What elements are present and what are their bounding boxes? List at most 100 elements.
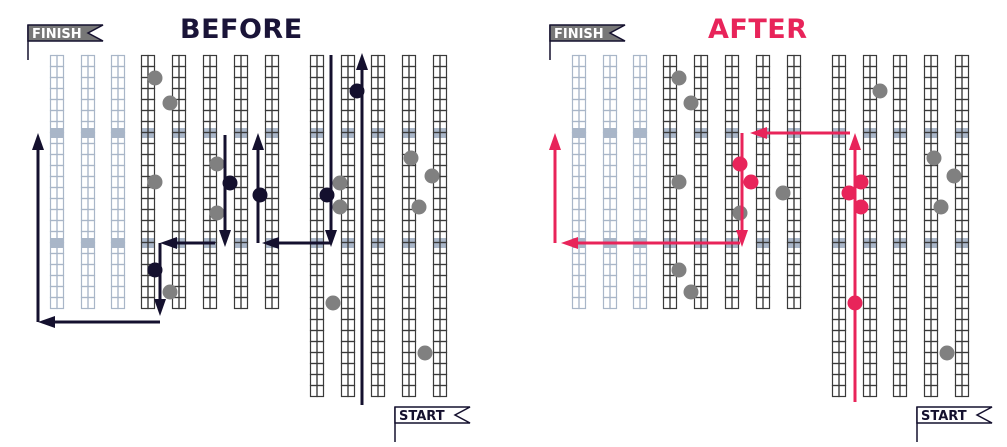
rack-cell (838, 340, 847, 354)
rack-cell (56, 76, 65, 90)
rack-cell (762, 252, 771, 266)
rack-cell (439, 340, 448, 354)
rack-cell (762, 76, 771, 90)
rack-cell (340, 153, 349, 167)
rack-cell (793, 76, 802, 90)
rack-cell (724, 263, 733, 277)
rack-cell (700, 186, 709, 200)
rack-cell (432, 197, 441, 211)
rack-cell (724, 296, 733, 310)
rack-cell (87, 164, 96, 178)
rack-cell (370, 362, 379, 376)
rack-cell (899, 164, 908, 178)
rack-cell (309, 252, 318, 266)
rack-cell (316, 76, 325, 90)
rack-cell (439, 373, 448, 387)
rack-cell (755, 186, 764, 200)
rack-cell (639, 175, 648, 189)
rack-cell (862, 296, 871, 310)
picked-item (853, 199, 869, 215)
rack-cell (571, 296, 580, 310)
rack-cell (632, 142, 641, 156)
rack-cell (233, 153, 242, 167)
rack-cell (838, 65, 847, 79)
rack-cell (954, 76, 963, 90)
rack-cell (724, 208, 733, 222)
rack-cell (233, 76, 242, 90)
rack-cell (370, 87, 379, 101)
rack-cell (700, 153, 709, 167)
rack-cell (56, 219, 65, 233)
storage-rack (862, 54, 878, 398)
rack-cell (309, 76, 318, 90)
rack-cell (370, 274, 379, 288)
rack-cell (961, 109, 970, 123)
rack-cell (892, 296, 901, 310)
rack-cell (838, 208, 847, 222)
rack-cell (140, 142, 149, 156)
rack-cell (56, 285, 65, 299)
rack-cell (831, 318, 840, 332)
rack-cell (831, 109, 840, 123)
rack-cell (171, 142, 180, 156)
rack-cell (370, 197, 379, 211)
rack-cell (930, 164, 939, 178)
rack-cell (209, 87, 218, 101)
inventory-item (332, 199, 348, 215)
rack-cell (240, 274, 249, 288)
rack-cell (838, 197, 847, 211)
rack-cell (309, 186, 318, 200)
rack-cell (370, 285, 379, 299)
rack-cell (831, 252, 840, 266)
rack-cell (377, 175, 386, 189)
rack-cell (316, 219, 325, 233)
rack-cell (786, 208, 795, 222)
rack-cell (793, 109, 802, 123)
rack-cell (899, 76, 908, 90)
rack-cell (87, 219, 96, 233)
rack-cell (899, 87, 908, 101)
rack-cell (117, 208, 126, 222)
rack-cell (793, 153, 802, 167)
rack-cell (209, 109, 218, 123)
rack-cell (432, 54, 441, 68)
rack-cell (762, 219, 771, 233)
rack-cell (602, 153, 611, 167)
rack-cell (264, 98, 273, 112)
rack-cell (56, 252, 65, 266)
rack-cell (930, 109, 939, 123)
rack-cell (930, 285, 939, 299)
rack-cell (899, 197, 908, 211)
rack-cell (838, 76, 847, 90)
rack-cell (401, 285, 410, 299)
rack-cell (961, 252, 970, 266)
rack-cell (56, 98, 65, 112)
rack-cell (271, 186, 280, 200)
rack-cell (755, 219, 764, 233)
rack-cell (178, 197, 187, 211)
rack-cell (930, 219, 939, 233)
rack-cell (240, 142, 249, 156)
rack-cell (171, 109, 180, 123)
rack-cell (401, 65, 410, 79)
rack-cell (954, 54, 963, 68)
rack-cell (954, 285, 963, 299)
rack-cell (264, 109, 273, 123)
rack-cell (700, 98, 709, 112)
rack-cell (669, 274, 678, 288)
rack-cell (370, 76, 379, 90)
storage-rack (923, 54, 939, 398)
rack-cell (110, 109, 119, 123)
rack-cell (578, 142, 587, 156)
rack-cell (240, 76, 249, 90)
rack-cell (700, 87, 709, 101)
rack-cell (117, 285, 126, 299)
rack-cell (401, 296, 410, 310)
rack-cell (793, 164, 802, 178)
rack-cell (316, 175, 325, 189)
rack-cell (408, 285, 417, 299)
rack-cell (693, 109, 702, 123)
rack-cell (762, 142, 771, 156)
rack-cell (147, 208, 156, 222)
rack-cell (340, 329, 349, 343)
